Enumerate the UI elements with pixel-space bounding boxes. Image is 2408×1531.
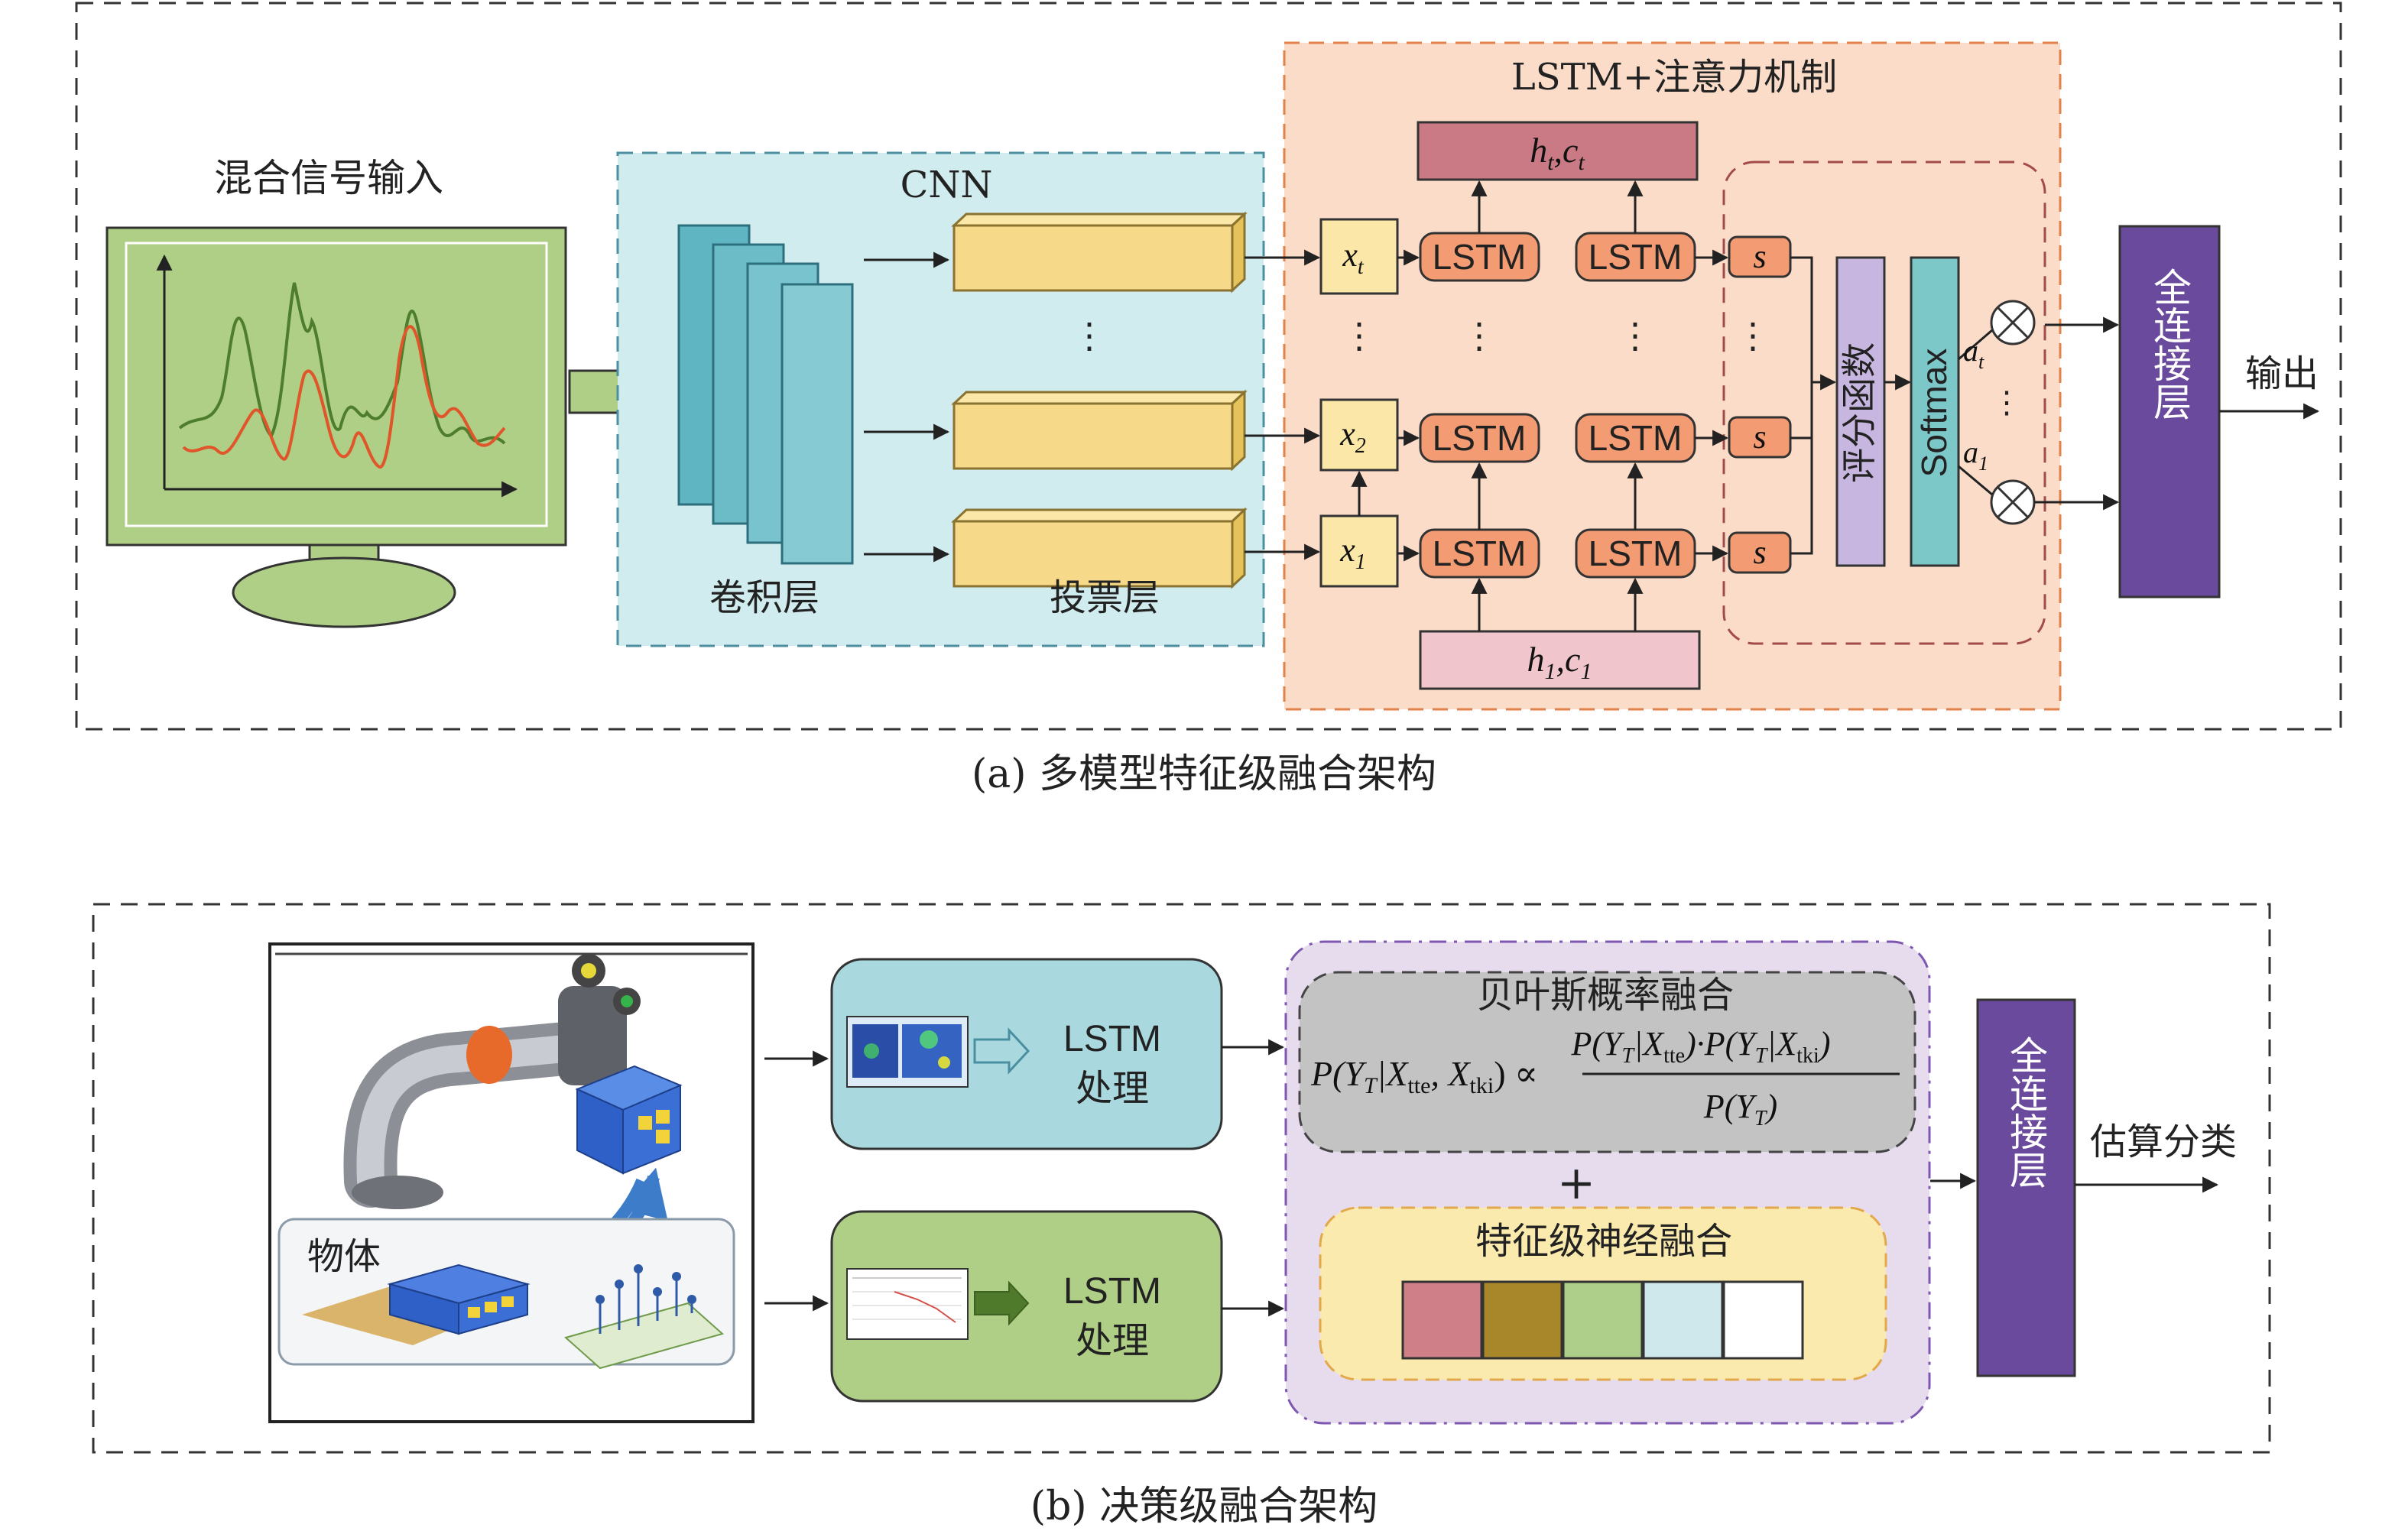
- h1-c1-label: h1,c1: [1527, 640, 1592, 684]
- softmax-label: Softmax: [1914, 349, 1954, 478]
- multiply-node-bottom: [1990, 479, 2036, 525]
- svg-text:LSTM: LSTM: [1589, 534, 1683, 573]
- svg-text:s: s: [1753, 238, 1766, 275]
- caption-a: (a) 多模型特征级融合架构: [972, 751, 1436, 797]
- s-box-top: s: [1728, 235, 1792, 278]
- svg-text:处理: 处理: [1076, 1067, 1149, 1110]
- s-vdots: ⋮: [1735, 315, 1770, 356]
- fc-layer-b-label: 全连接层: [2004, 1036, 2048, 1189]
- lstm-process-top: LSTM 处理: [830, 958, 1223, 1150]
- mixed-signal-monitor: [105, 226, 567, 628]
- feature-cell: [1722, 1280, 1804, 1360]
- softmax-box: [1910, 256, 1960, 567]
- x-2-input: x2: [1319, 398, 1399, 472]
- panel-b-frame: [92, 903, 2271, 1454]
- lstm-cell-col1-top: LSTM: [1419, 232, 1540, 282]
- output-label: 输出: [2245, 352, 2319, 395]
- attention-subregion: [1722, 161, 2046, 645]
- svg-text:P(YT): P(YT): [1703, 1088, 1777, 1130]
- lstm-cell-col2-top: LSTM: [1575, 232, 1696, 282]
- svg-text:处理: 处理: [1076, 1319, 1149, 1362]
- lstm-vdots-2: ⋮: [1618, 315, 1653, 356]
- s-box-bottom: s: [1728, 531, 1792, 574]
- fc-layer-a-label: 全连接层: [2147, 268, 2192, 420]
- a-t-label: at: [1963, 333, 1984, 373]
- mixed-signal-input-label: 混合信号输入: [214, 156, 443, 200]
- svg-text:LSTM: LSTM: [1433, 418, 1527, 458]
- fusion-plus: +: [1557, 1156, 1595, 1210]
- svg-text:x1: x1: [1339, 531, 1366, 574]
- ht-ct-box: [1417, 121, 1699, 181]
- svg-text:LSTM: LSTM: [1589, 237, 1683, 277]
- svg-text:LSTM: LSTM: [1589, 418, 1683, 458]
- multiply-node-top: [1990, 300, 2036, 345]
- lstm-vdots-1: ⋮: [1462, 315, 1497, 356]
- conv-layer-label: 卷积层: [709, 576, 819, 619]
- vote-block-top: [951, 211, 1248, 294]
- svg-text:P(YT|Xtte, Xtki) ∝: P(YT|Xtte, Xtki) ∝: [1310, 1054, 1538, 1098]
- cnn-label: CNN: [901, 164, 993, 206]
- fc-layer-b: [1976, 998, 2076, 1377]
- robot-scene-image: [268, 942, 755, 1423]
- svg-text:P(YT|Xtte)·P(YT|Xtki): P(YT|Xtte)·P(YT|Xtki): [1571, 1025, 1831, 1068]
- x-1-input: x1: [1319, 514, 1399, 588]
- bayes-title: 贝叶斯概率融合: [1477, 974, 1734, 1017]
- svg-text:xt: xt: [1342, 236, 1365, 279]
- svg-text:LSTM: LSTM: [1433, 237, 1527, 277]
- lstm-attention-title: LSTM+注意力机制: [1511, 56, 1837, 99]
- score-function-box: [1835, 256, 1886, 567]
- object-label: 物体: [307, 1235, 381, 1278]
- feature-cell: [1481, 1280, 1563, 1360]
- lstm-cell-col1-bottom: LSTM: [1419, 528, 1540, 579]
- svg-text:LSTM: LSTM: [1063, 1271, 1161, 1312]
- feature-vector: [1401, 1280, 1804, 1360]
- svg-text:LSTM: LSTM: [1063, 1019, 1161, 1059]
- vote-block-bottom: [951, 507, 1248, 589]
- vote-layer-label: 投票层: [1050, 576, 1160, 619]
- h1-c1-box: [1419, 630, 1701, 690]
- lstm-cell-col2-bottom: LSTM: [1575, 528, 1696, 579]
- feature-cell: [1642, 1280, 1724, 1360]
- lstm-process-bottom: LSTM 处理: [830, 1210, 1223, 1403]
- s-box-mid: s: [1728, 416, 1792, 459]
- feature-cell: [1562, 1280, 1644, 1360]
- fc-layer-a: [2118, 225, 2221, 598]
- bayes-formula: P(YT|Xtte, Xtki) ∝ P(YT|Xtte)·P(YT|Xtki)…: [1310, 1025, 1900, 1130]
- vote-block-mid: [951, 389, 1248, 472]
- lstm-cell-col1-mid: LSTM: [1419, 413, 1540, 463]
- x-vdots: ⋮: [1342, 315, 1377, 356]
- ht-ct-label: ht,ct: [1530, 131, 1585, 175]
- multiply-vdots: ⋮: [1991, 385, 2022, 420]
- x-t-input: xt: [1319, 218, 1399, 295]
- lstm-cell-col2-mid: LSTM: [1575, 413, 1696, 463]
- a-1-label: a1: [1963, 435, 1988, 475]
- conv-layer-stack: [677, 224, 854, 565]
- svg-text:s: s: [1753, 418, 1766, 456]
- svg-text:LSTM: LSTM: [1433, 534, 1527, 573]
- bayes-fusion-box: [1298, 971, 1916, 1153]
- neural-fusion-title: 特征级神经融合: [1475, 1220, 1732, 1263]
- panel-a-frame: [75, 2, 2342, 731]
- caption-b: (b) 决策级融合架构: [1030, 1484, 1378, 1529]
- estimate-classification-label: 估算分类: [2090, 1121, 2237, 1163]
- orange-signal-curve: [182, 325, 506, 469]
- feature-cell: [1401, 1280, 1483, 1360]
- svg-text:x2: x2: [1339, 415, 1366, 458]
- score-function-label: 评分函数: [1838, 342, 1880, 483]
- vote-vdots: ⋮: [1072, 315, 1107, 356]
- svg-text:s: s: [1753, 534, 1766, 571]
